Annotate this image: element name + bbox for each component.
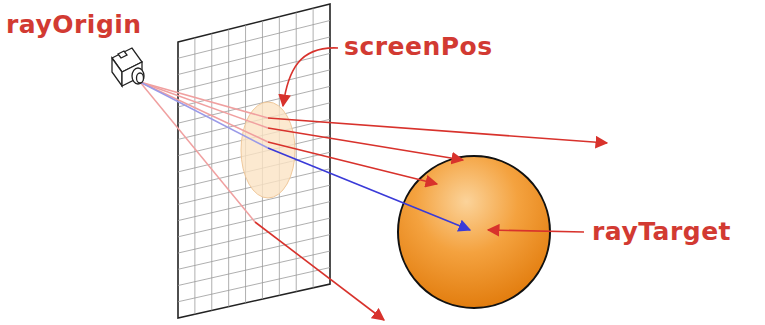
leader-line	[488, 230, 584, 232]
target-label: rayTarget	[592, 219, 731, 244]
leader-line	[283, 48, 338, 106]
sphere	[398, 156, 550, 308]
origin-label: rayOrigin	[6, 12, 142, 37]
ray-faint	[140, 82, 268, 222]
screen-plane	[178, 4, 330, 318]
screen-footprint	[241, 102, 295, 198]
ray	[255, 118, 607, 320]
screen-label: screenPos	[344, 34, 493, 59]
center-ray	[268, 148, 470, 230]
camera-icon	[112, 48, 144, 86]
center-ray-faint	[140, 82, 268, 148]
